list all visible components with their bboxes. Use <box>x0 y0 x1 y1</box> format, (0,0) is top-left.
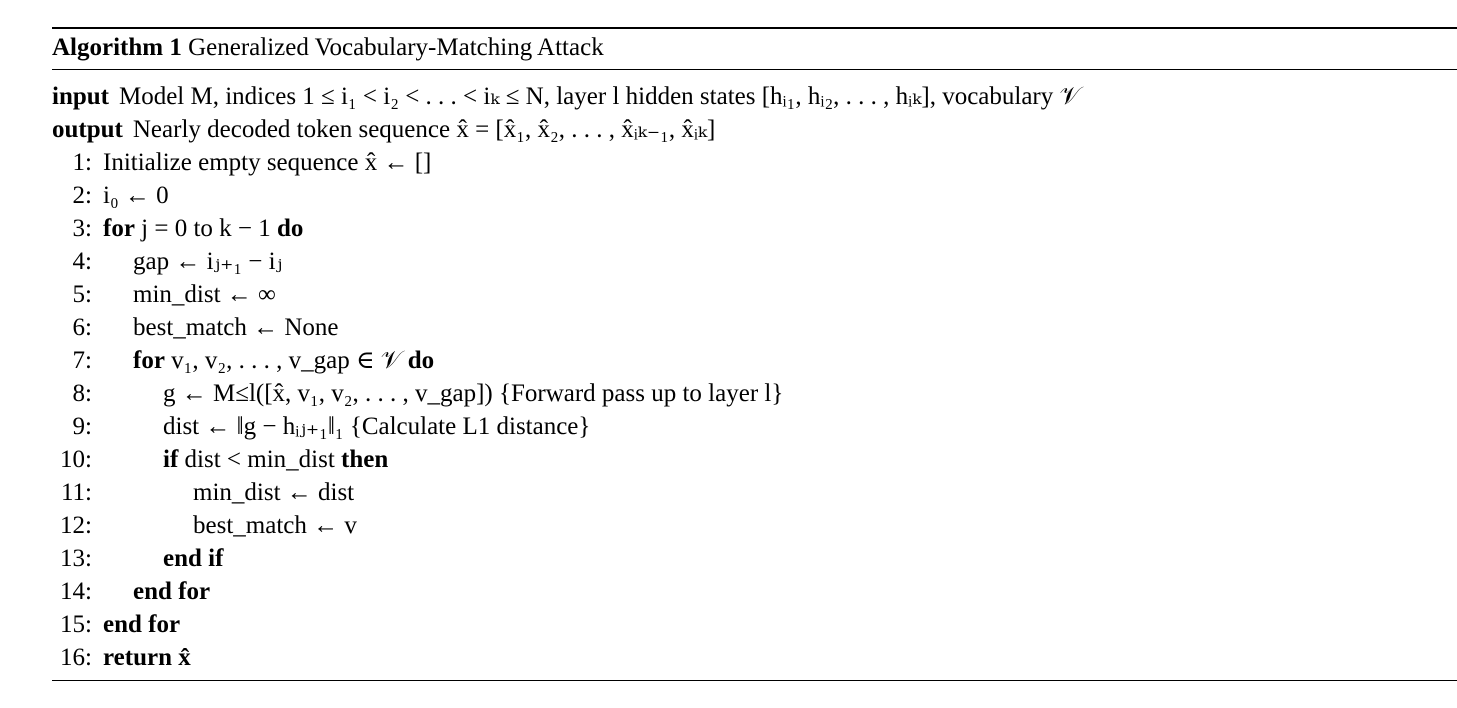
line-number: 10: <box>60 446 92 473</box>
input-line: input Model M, indices 1 ≤ i₁ < i₂ < . . … <box>52 80 1457 113</box>
line-statement: g ← M≤l([x̂, v₁, v₂, . . . , v_gap]) {Fo… <box>163 377 783 410</box>
line-number: 6: <box>72 314 92 341</box>
bottom-rule <box>52 680 1457 681</box>
for-keyword: for <box>133 347 165 374</box>
line-statement: for j = 0 to k − 1 do <box>103 212 303 245</box>
line-statement: end for <box>133 575 210 608</box>
top-rule <box>52 27 1457 29</box>
statement-text: dist < min_dist <box>184 446 335 473</box>
output-line: output Nearly decoded token sequence x̂ =… <box>52 113 1457 146</box>
do-keyword: do <box>277 215 304 242</box>
caption-rule <box>52 69 1457 70</box>
output-keyword: output <box>52 116 123 143</box>
line-statement: Initialize empty sequence x̂ ← [] <box>103 146 431 179</box>
statement-text: gap ← iⱼ₊₁ − iⱼ <box>133 248 283 275</box>
line-statement: for v₁, v₂, . . . , v_gap ∈ 𝒱 do <box>133 344 434 377</box>
line-statement: best_match ← v <box>193 509 357 542</box>
algorithm-line: 4: gap ← iⱼ₊₁ − iⱼ <box>52 245 1457 278</box>
line-number: 16: <box>60 644 92 671</box>
line-statement: if dist < min_dist then <box>163 443 388 476</box>
line-statement: gap ← iⱼ₊₁ − iⱼ <box>133 245 282 278</box>
line-number: 3: <box>72 215 92 242</box>
statement-text: dist ← ‖g − hᵢⱼ₊₁‖₁ {Calculate L1 distan… <box>163 413 591 440</box>
line-number: 14: <box>60 578 92 605</box>
algorithm-line: 9: dist ← ‖g − hᵢⱼ₊₁‖₁ {Calculate L1 dis… <box>52 410 1457 443</box>
line-statement: min_dist ← ∞ <box>133 278 276 311</box>
statement-text: j = 0 to k − 1 <box>141 215 271 242</box>
line-number: 12: <box>60 512 92 539</box>
line-number: 4: <box>72 248 92 275</box>
line-number: 9: <box>72 413 92 440</box>
algorithm-line: 16: return x̂ <box>52 641 1457 674</box>
line-number: 2: <box>72 182 92 209</box>
line-number: 11: <box>60 479 92 506</box>
algorithm-line: 1: Initialize empty sequence x̂ ← [] <box>52 146 1457 179</box>
line-statement: end if <box>163 542 223 575</box>
algorithm-line: 11: min_dist ← dist <box>52 476 1457 509</box>
statement-text: min_dist ← ∞ <box>133 281 276 308</box>
line-number: 8: <box>72 380 92 407</box>
statement-text: best_match ← v <box>193 512 357 539</box>
line-statement: best_match ← None <box>133 311 339 344</box>
algorithm-line: 2: i₀ ← 0 <box>52 179 1457 212</box>
statement-text: x̂ <box>178 644 191 671</box>
algorithm-block: Algorithm 1 Generalized Vocabulary-Match… <box>52 27 1457 681</box>
if-keyword: if <box>163 446 179 473</box>
input-text: Model M, indices 1 ≤ i₁ < i₂ < . . . < i… <box>118 83 1081 110</box>
then-keyword: then <box>341 446 389 473</box>
line-number: 7: <box>72 347 92 374</box>
algorithm-line: 5: min_dist ← ∞ <box>52 278 1457 311</box>
algorithm-line: 10: if dist < min_dist then <box>52 443 1457 476</box>
statement-text: best_match ← None <box>133 314 339 341</box>
algorithm-line: 14: end for <box>52 575 1457 608</box>
output-text: Nearly decoded token sequence x̂ = [x̂₁,… <box>132 116 716 143</box>
line-number: 15: <box>60 611 92 638</box>
line-number: 13: <box>60 545 92 572</box>
line-number: 5: <box>72 281 92 308</box>
statement-text: Initialize empty sequence x̂ ← [] <box>103 149 432 176</box>
algorithm-line: 12: best_match ← v <box>52 509 1457 542</box>
statement-text: min_dist ← dist <box>193 479 355 506</box>
for-keyword: for <box>103 215 135 242</box>
end-if-keyword: end if <box>163 545 224 572</box>
line-statement: dist ← ‖g − hᵢⱼ₊₁‖₁ {Calculate L1 distan… <box>163 410 590 443</box>
line-statement: end for <box>103 608 180 641</box>
line-statement: i₀ ← 0 <box>103 179 169 212</box>
statement-text: v₁, v₂, . . . , v_gap ∈ 𝒱 <box>171 347 402 374</box>
end-for-keyword: end for <box>133 578 211 605</box>
algorithm-line: 15: end for <box>52 608 1457 641</box>
end-for-keyword: end for <box>103 611 181 638</box>
line-statement: return x̂ <box>103 641 191 674</box>
algorithm-line: 13: end if <box>52 542 1457 575</box>
algorithm-label: Algorithm 1 <box>52 34 182 61</box>
algorithm-line: 8: g ← M≤l([x̂, v₁, v₂, . . . , v_gap]) … <box>52 377 1457 410</box>
do-keyword: do <box>407 347 435 374</box>
algorithm-line: 7: for v₁, v₂, . . . , v_gap ∈ 𝒱 do <box>52 344 1457 377</box>
line-statement: min_dist ← dist <box>193 476 354 509</box>
algorithm-body: input Model M, indices 1 ≤ i₁ < i₂ < . . … <box>52 70 1457 674</box>
statement-text: i₀ ← 0 <box>103 182 169 209</box>
algorithm-line: 3: for j = 0 to k − 1 do <box>52 212 1457 245</box>
algorithm-caption: Algorithm 1 Generalized Vocabulary-Match… <box>52 29 1457 69</box>
input-keyword: input <box>52 83 109 110</box>
algorithm-title: Generalized Vocabulary-Matching Attack <box>188 34 604 61</box>
line-number: 1: <box>72 149 92 176</box>
statement-text: g ← M≤l([x̂, v₁, v₂, . . . , v_gap]) {Fo… <box>163 380 784 407</box>
algorithm-line: 6: best_match ← None <box>52 311 1457 344</box>
return-keyword: return <box>103 644 172 671</box>
